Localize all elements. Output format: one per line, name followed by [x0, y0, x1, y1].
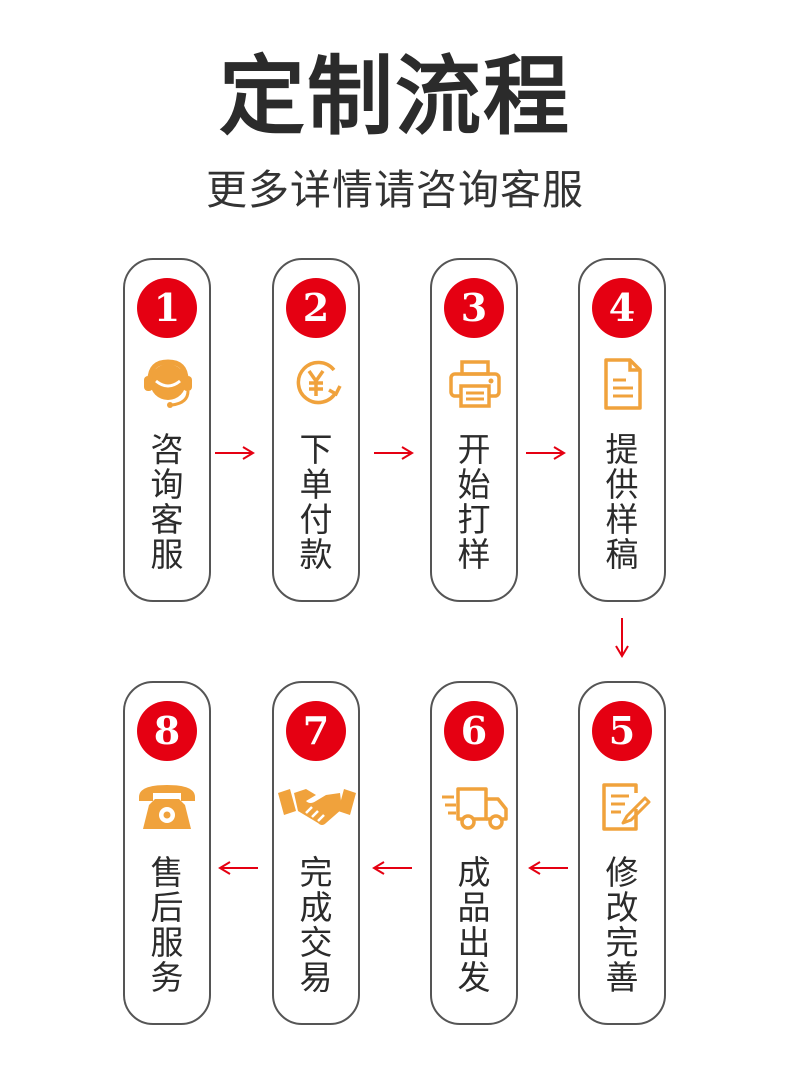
arrow-right-icon: [372, 445, 416, 461]
edit-document-icon: [594, 779, 652, 835]
step-card-2: 2 下单付款: [272, 258, 360, 602]
step-label: 咨询客服: [150, 430, 184, 574]
step-card-1: 1 咨询客服: [123, 258, 211, 602]
step-label: 完成交易: [299, 853, 333, 997]
step-number-badge: 6: [444, 701, 504, 761]
step-card-5: 5 修改完善: [578, 681, 666, 1025]
step-number-badge: 7: [286, 701, 346, 761]
arrow-right-icon: [524, 445, 568, 461]
step-card-7: 7 完成交易: [272, 681, 360, 1025]
step-number-badge: 3: [444, 278, 504, 338]
step-card-4: 4 提供样稿: [578, 258, 666, 602]
step-label: 成品出发: [457, 853, 491, 997]
step-card-6: 6 成品出发: [430, 681, 518, 1025]
step-number-badge: 2: [286, 278, 346, 338]
step-label: 开始打样: [457, 430, 491, 574]
page-title: 定制流程: [219, 47, 571, 147]
step-label: 售后服务: [150, 853, 184, 997]
document-icon: [594, 356, 652, 412]
telephone-icon: [135, 779, 199, 835]
arrow-left-icon: [370, 860, 414, 876]
step-number-badge: 8: [137, 701, 197, 761]
step-card-8: 8 售后服务: [123, 681, 211, 1025]
arrow-left-icon: [526, 860, 570, 876]
step-number-badge: 4: [592, 278, 652, 338]
step-label: 提供样稿: [605, 430, 639, 574]
arrow-down-icon: [614, 616, 630, 660]
printer-icon: [446, 356, 504, 412]
step-card-3: 3 开始打样: [430, 258, 518, 602]
headset-icon: [139, 356, 197, 412]
step-label: 下单付款: [299, 430, 333, 574]
yen-payment-icon: [288, 356, 346, 412]
step-label: 修改完善: [605, 853, 639, 997]
page-subtitle: 更多详情请咨询客服: [206, 166, 584, 214]
handshake-icon: [276, 779, 358, 835]
arrow-right-icon: [213, 445, 257, 461]
arrow-left-icon: [216, 860, 260, 876]
step-number-badge: 5: [592, 701, 652, 761]
step-number-badge: 1: [137, 278, 197, 338]
delivery-truck-icon: [440, 779, 510, 835]
